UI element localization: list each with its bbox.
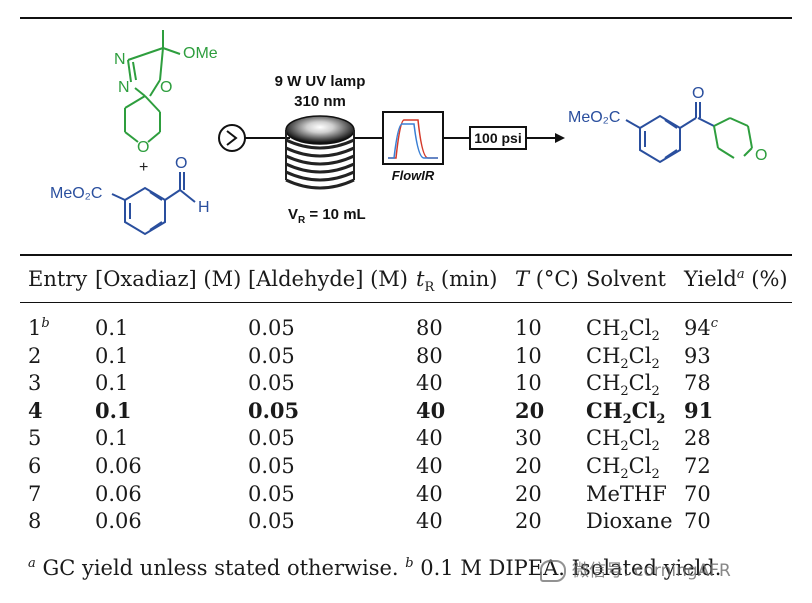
cell-aldehyde: 0.05 xyxy=(248,343,295,368)
product-ester-label: MeO₂C xyxy=(568,109,620,126)
cell-t: 40 xyxy=(416,426,443,451)
cell-entry: 3 xyxy=(28,371,42,396)
plus-sign: + xyxy=(139,159,148,176)
cell-aldehyde: 0.05 xyxy=(248,481,295,506)
cell-entry: 5 xyxy=(28,426,42,451)
header-temperature: T (°C) xyxy=(515,267,579,291)
cell-solvent: CH2Cl2 xyxy=(586,371,660,400)
header-yield: Yielda (%) xyxy=(684,267,788,291)
coil-reactor-icon xyxy=(285,115,355,190)
lamp-wavelength: 310 nm xyxy=(294,93,346,110)
label-o2: O xyxy=(137,139,149,156)
cell-entry: 7 xyxy=(28,481,42,506)
cell-oxadiaz: 0.1 xyxy=(95,343,129,368)
label-ester-reagent: MeO₂C xyxy=(50,185,102,202)
header-solvent: Solvent xyxy=(586,267,667,291)
header-residence-time: tR (min) xyxy=(416,267,498,296)
product-ketone-o: O xyxy=(692,85,704,102)
cell-t: 40 xyxy=(416,397,446,423)
cell-t: 40 xyxy=(416,371,443,396)
cell-temp: 20 xyxy=(515,454,542,478)
label-o1: O xyxy=(160,79,172,96)
product-thp-o: O xyxy=(755,147,767,164)
cell-solvent: Dioxane xyxy=(586,509,673,534)
cell-oxadiaz: 0.06 xyxy=(95,509,142,534)
table-rule-top xyxy=(20,254,792,256)
header-oxadiaz: [Oxadiaz] (M) xyxy=(95,267,242,291)
top-rule xyxy=(20,17,792,19)
cell-oxadiaz: 0.06 xyxy=(95,481,142,506)
cell-temp: 10 xyxy=(515,316,542,340)
bpr-label: 100 psi xyxy=(474,130,521,146)
cell-temp: 20 xyxy=(515,397,545,423)
cell-aldehyde: 0.05 xyxy=(248,454,295,478)
cell-temp: 20 xyxy=(515,509,542,534)
cell-t: 40 xyxy=(416,454,443,478)
cell-yield: 78 xyxy=(684,371,711,396)
header-entry: Entry xyxy=(28,267,88,291)
cell-t: 40 xyxy=(416,481,443,506)
cell-entry: 6 xyxy=(28,454,42,478)
label-aldehyde-o: O xyxy=(175,155,187,172)
cell-aldehyde: 0.05 xyxy=(248,316,295,340)
cell-temp: 20 xyxy=(515,481,542,506)
cell-entry: 4 xyxy=(28,397,43,423)
aldehyde-structure xyxy=(111,172,196,236)
cell-temp: 10 xyxy=(515,371,542,396)
cell-oxadiaz: 0.1 xyxy=(95,397,132,423)
cell-t: 40 xyxy=(416,509,443,534)
reaction-scheme: OMe N N O O + MeO₂C O H 9 W UV lamp 310 … xyxy=(50,30,767,236)
oxadiazoline-structure xyxy=(124,30,181,143)
cell-oxadiaz: 0.1 xyxy=(95,316,129,340)
cell-yield: 91 xyxy=(684,397,714,423)
cell-solvent: CH2Cl2 xyxy=(586,397,666,427)
cell-solvent: MeTHF xyxy=(586,481,667,506)
label-ome: OMe xyxy=(183,45,218,62)
label-aldehyde-h: H xyxy=(198,199,210,216)
cell-entry: 1b xyxy=(28,316,50,340)
wechat-watermark: 微信号: corningAFR xyxy=(540,556,731,582)
cell-yield: 70 xyxy=(684,509,711,534)
cell-temp: 30 xyxy=(515,426,542,451)
arrow-head-icon xyxy=(555,133,565,143)
cell-yield: 28 xyxy=(684,426,711,451)
cell-aldehyde: 0.05 xyxy=(248,426,295,451)
cell-oxadiaz: 0.1 xyxy=(95,371,129,396)
table-rule-header xyxy=(20,302,792,303)
cell-yield: 94c xyxy=(684,316,719,340)
cell-yield: 70 xyxy=(684,481,711,506)
cell-yield: 93 xyxy=(684,343,711,368)
cell-temp: 10 xyxy=(515,343,542,368)
label-n1: N xyxy=(114,51,126,68)
reactor-volume: VR = 10 mL xyxy=(288,206,366,226)
label-n2: N xyxy=(118,79,130,96)
cell-solvent: CH2Cl2 xyxy=(586,343,660,372)
cell-yield: 72 xyxy=(684,454,711,478)
cell-entry: 8 xyxy=(28,509,42,534)
cell-solvent: CH2Cl2 xyxy=(586,426,660,455)
cell-oxadiaz: 0.1 xyxy=(95,426,129,451)
product-thp-structure xyxy=(713,117,753,159)
wechat-icon xyxy=(540,560,566,582)
cell-t: 80 xyxy=(416,316,443,340)
cell-solvent: CH2Cl2 xyxy=(586,454,660,483)
product-aryl-structure xyxy=(625,102,715,164)
cell-oxadiaz: 0.06 xyxy=(95,454,142,478)
cell-aldehyde: 0.05 xyxy=(248,397,300,423)
flowir-label: FlowIR xyxy=(392,168,435,183)
cell-solvent: CH2Cl2 xyxy=(586,316,660,345)
cell-aldehyde: 0.05 xyxy=(248,509,295,534)
cell-entry: 2 xyxy=(28,343,42,368)
flowir-spectrum-icon xyxy=(382,111,444,165)
pump-icon xyxy=(218,124,246,152)
cell-aldehyde: 0.05 xyxy=(248,371,295,396)
lamp-title: 9 W UV lamp xyxy=(275,73,366,90)
header-aldehyde: [Aldehyde] (M) xyxy=(248,267,408,291)
cell-t: 80 xyxy=(416,343,443,368)
